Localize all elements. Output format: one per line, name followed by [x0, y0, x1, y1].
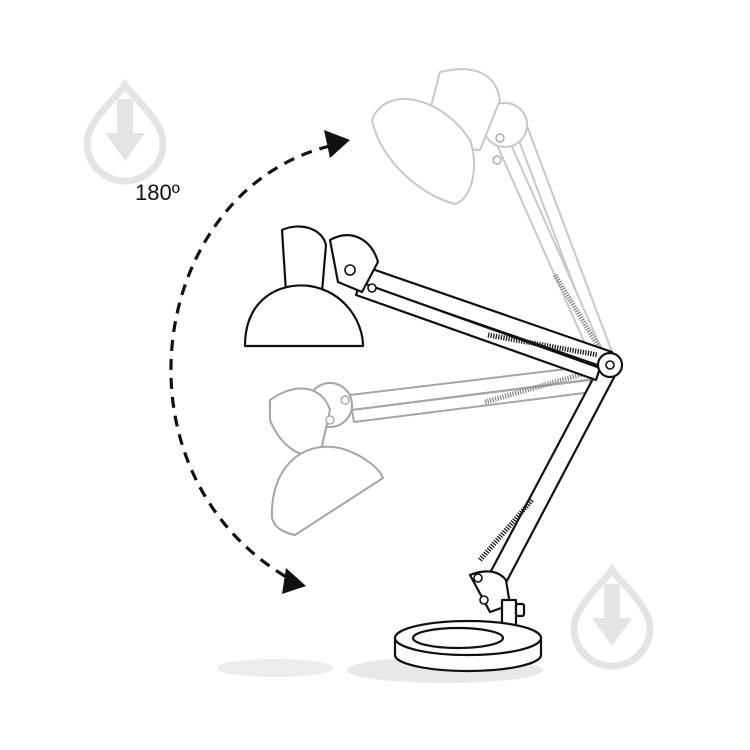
watermark-drop-arrow-icon	[83, 78, 167, 185]
floor-shadow	[217, 659, 333, 677]
curved-dashed-arrow-icon	[169, 130, 350, 594]
rotation-angle-label: 180º	[135, 180, 180, 205]
watermark-drop-arrow-icon	[570, 563, 654, 670]
lamp-position-lower	[269, 364, 603, 536]
lamp-position-middle[interactable]	[243, 225, 624, 673]
